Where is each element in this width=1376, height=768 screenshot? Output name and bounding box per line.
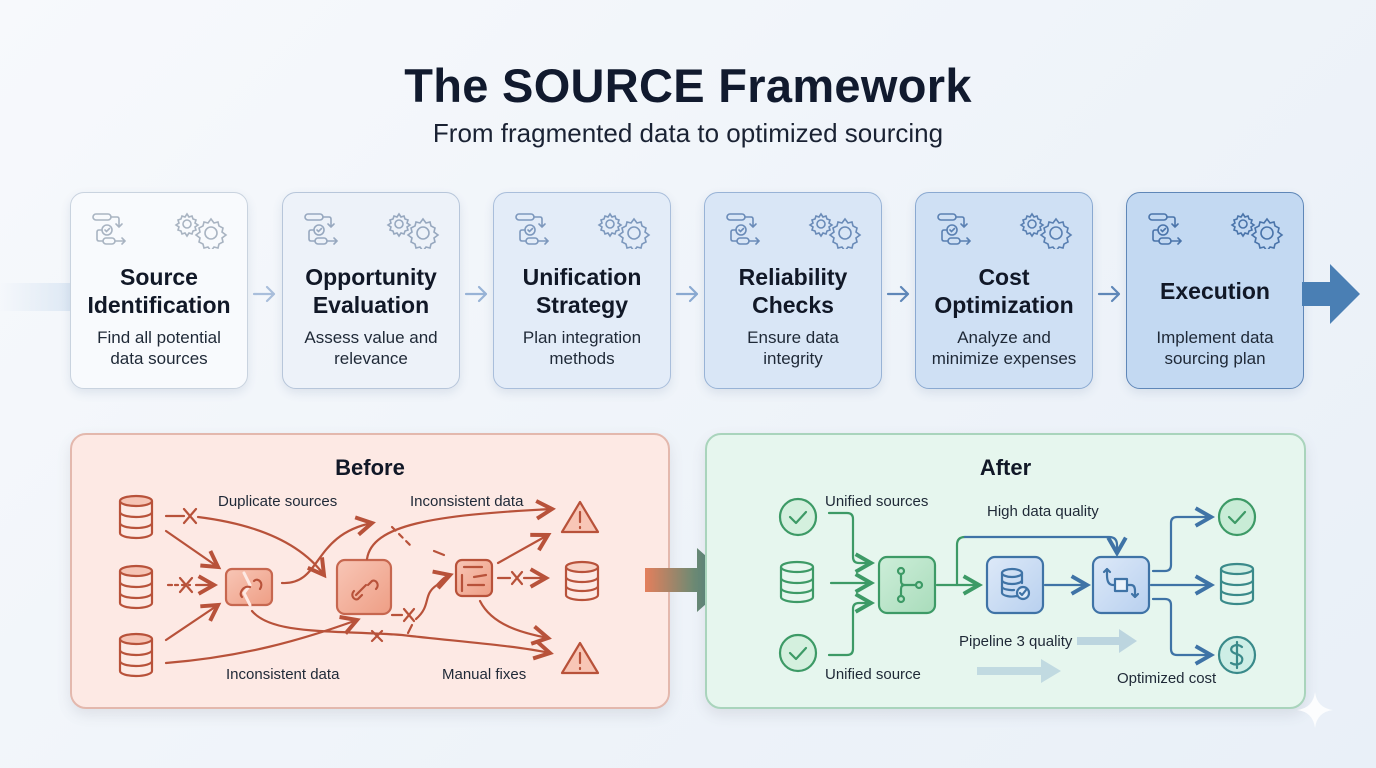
step-name-line1: Reliability bbox=[738, 264, 848, 290]
workflow-icon bbox=[725, 211, 765, 247]
gears-icon bbox=[1016, 211, 1076, 253]
merge-icon bbox=[877, 555, 937, 615]
after-panel: After bbox=[705, 433, 1306, 709]
after-diagram bbox=[778, 497, 1257, 683]
database-icon bbox=[1219, 562, 1255, 606]
step-name-line2: Evaluation bbox=[312, 292, 430, 318]
warning-icon bbox=[560, 500, 600, 534]
label-unified-source: Unified source bbox=[825, 666, 921, 683]
workflow-icon bbox=[303, 211, 343, 247]
verified-database-icon bbox=[985, 555, 1045, 615]
faint-arrow-icon bbox=[977, 659, 1061, 683]
gears-icon bbox=[171, 211, 231, 253]
step-name-line1: Unification bbox=[522, 264, 642, 290]
workflow-icon bbox=[936, 211, 976, 247]
page-title: The SOURCE Framework bbox=[404, 59, 972, 112]
sparkle-icon bbox=[1297, 692, 1333, 728]
flow-lead-in bbox=[0, 283, 72, 311]
step-desc-line1: Implement data bbox=[1156, 328, 1274, 347]
step-name-line1: Source bbox=[120, 264, 198, 290]
transform-icon bbox=[1091, 555, 1151, 615]
database-icon bbox=[118, 494, 154, 540]
gears-icon bbox=[805, 211, 865, 253]
step-name-line2: Checks bbox=[752, 292, 834, 318]
step-desc-line2: methods bbox=[549, 349, 615, 368]
step-name-line2: Strategy bbox=[535, 292, 629, 318]
step-description: Implement data sourcing plan bbox=[1127, 327, 1303, 369]
workflow-icon bbox=[1147, 211, 1187, 247]
broken-link-icon bbox=[224, 567, 274, 607]
step-name-line1: Opportunity bbox=[305, 264, 437, 290]
step-connector-arrow-icon bbox=[1097, 285, 1121, 303]
step-name: Execution bbox=[1127, 277, 1303, 305]
gears-icon bbox=[383, 211, 443, 253]
link-icon bbox=[335, 558, 393, 616]
gears-icon bbox=[1227, 211, 1287, 253]
check-circle-icon bbox=[778, 633, 818, 673]
dollar-circle-icon bbox=[1217, 635, 1257, 675]
step-connector-arrow-icon bbox=[252, 285, 276, 303]
database-icon bbox=[564, 560, 600, 602]
step-desc-line2: data sources bbox=[110, 349, 208, 368]
step-name-line2: Optimization bbox=[934, 292, 1074, 318]
label-pipeline-quality: Pipeline 3 quality bbox=[959, 633, 1073, 650]
database-icon bbox=[118, 632, 154, 678]
label-optimized-cost: Optimized cost bbox=[1117, 670, 1217, 687]
flow-end-arrow-icon bbox=[1302, 264, 1360, 324]
step-description: Analyze and minimize expenses bbox=[916, 327, 1092, 369]
step-desc-line1: Analyze and bbox=[957, 328, 1051, 347]
check-circle-icon bbox=[778, 497, 818, 537]
before-title: Before bbox=[335, 455, 405, 480]
step-desc-line1: Assess value and bbox=[304, 328, 438, 347]
database-icon bbox=[779, 560, 815, 604]
step-desc-line1: Ensure data bbox=[747, 328, 839, 347]
step-desc-line2: relevance bbox=[334, 349, 408, 368]
gears-icon bbox=[594, 211, 654, 253]
step-description: Plan integration methods bbox=[494, 327, 670, 369]
step-connector-arrow-icon bbox=[675, 285, 699, 303]
step-desc-line1: Plan integration bbox=[522, 328, 642, 347]
step-name-line1: Cost bbox=[978, 264, 1030, 290]
label-inconsistent-data-top: Inconsistent data bbox=[410, 493, 524, 510]
step-desc-line2: sourcing plan bbox=[1164, 349, 1266, 368]
step-name-line1: Execution bbox=[1160, 278, 1270, 304]
before-diagram bbox=[118, 494, 600, 678]
step-connector-arrow-icon bbox=[886, 285, 910, 303]
label-inconsistent-data-bottom: Inconsistent data bbox=[226, 666, 340, 683]
label-unified-sources: Unified sources bbox=[825, 493, 929, 510]
step-desc-line2: minimize expenses bbox=[931, 349, 1077, 368]
step-description: Find all potential data sources bbox=[71, 327, 247, 369]
check-circle-icon bbox=[1217, 497, 1257, 537]
before-panel: Before bbox=[70, 433, 670, 709]
label-high-data-quality: High data quality bbox=[987, 503, 1099, 520]
step-description: Ensure data integrity bbox=[705, 327, 881, 369]
workflow-icon bbox=[91, 211, 131, 247]
faint-arrow-icon bbox=[1077, 629, 1137, 653]
label-manual-fixes: Manual fixes bbox=[442, 666, 527, 683]
label-duplicate-sources: Duplicate sources bbox=[218, 493, 338, 510]
step-connector-arrow-icon bbox=[464, 285, 488, 303]
step-desc-line2: integrity bbox=[763, 349, 823, 368]
step-desc-line1: Find all potential bbox=[97, 328, 221, 347]
database-icon bbox=[118, 564, 154, 610]
corrupted-database-icon bbox=[454, 558, 494, 598]
page-subtitle: From fragmented data to optimized sourci… bbox=[432, 118, 944, 148]
warning-icon bbox=[560, 641, 600, 675]
workflow-icon bbox=[514, 211, 554, 247]
step-description: Assess value and relevance bbox=[283, 327, 459, 369]
step-name-line2: Identification bbox=[87, 292, 231, 318]
after-title: After bbox=[979, 455, 1032, 480]
